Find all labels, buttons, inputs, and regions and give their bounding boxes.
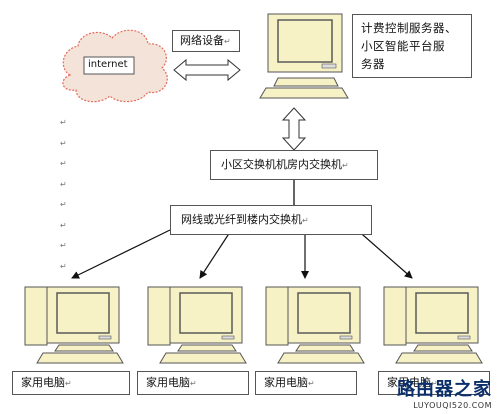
internet-cloud-icon (62, 29, 168, 103)
home-pc-icon-3 (265, 286, 365, 364)
double-arrow-horizontal (173, 58, 241, 82)
watermark-sub: LUYOUQI520.COM (413, 401, 492, 410)
home-pc-label-box-1: 家用电脑↵ (12, 371, 130, 395)
home-pc-label-2: 家用电脑 (146, 376, 190, 389)
internet-label: internet (88, 59, 128, 70)
arrow-to-pc-1 (71, 229, 171, 279)
home-pc-icon-4 (383, 286, 483, 364)
core-switch-box: 小区交换机机房内交换机↵ (210, 150, 378, 180)
arrow-to-pc-2 (199, 231, 231, 279)
double-arrow-vertical (281, 107, 307, 151)
home-pc-label-3: 家用电脑 (264, 376, 308, 389)
home-pc-label-box-3: 家用电脑↵ (255, 371, 357, 395)
server-label-line-1: 计费控制服务器、 (361, 21, 457, 35)
home-pc-label-box-4: 家用电脑↵ (378, 371, 490, 395)
network-device-box: 网络设备↵ (172, 30, 240, 52)
home-pc-icon-2 (147, 286, 247, 364)
home-pc-label-box-2: 家用电脑↵ (137, 371, 249, 395)
network-device-label: 网络设备 (180, 34, 224, 47)
server-label-line-3: 务器 (361, 57, 385, 71)
server-computer-icon (259, 13, 349, 99)
home-pc-icon-1 (24, 286, 124, 364)
arrow-to-pc-4 (354, 227, 413, 279)
core-switch-label: 小区交换机机房内交换机 (221, 158, 342, 171)
paragraph-marks-column: ↵ ↵ ↵ ↵ ↵ ↵ ↵ ↵ (60, 118, 67, 271)
server-label-box: 计费控制服务器、 小区智能平台服 务器 (352, 14, 472, 78)
home-pc-label-4: 家用电脑 (387, 376, 431, 389)
server-label-line-2: 小区智能平台服 (361, 39, 445, 53)
watermark-main: 路由器之家 (397, 379, 492, 400)
building-switch-box: 网线或光纤到楼内交换机↵ (170, 205, 372, 235)
home-pc-label-1: 家用电脑 (21, 376, 65, 389)
building-switch-label: 网线或光纤到楼内交换机 (181, 213, 302, 226)
watermark: 路由器之家 LUYOUQI520.COM (397, 375, 492, 410)
